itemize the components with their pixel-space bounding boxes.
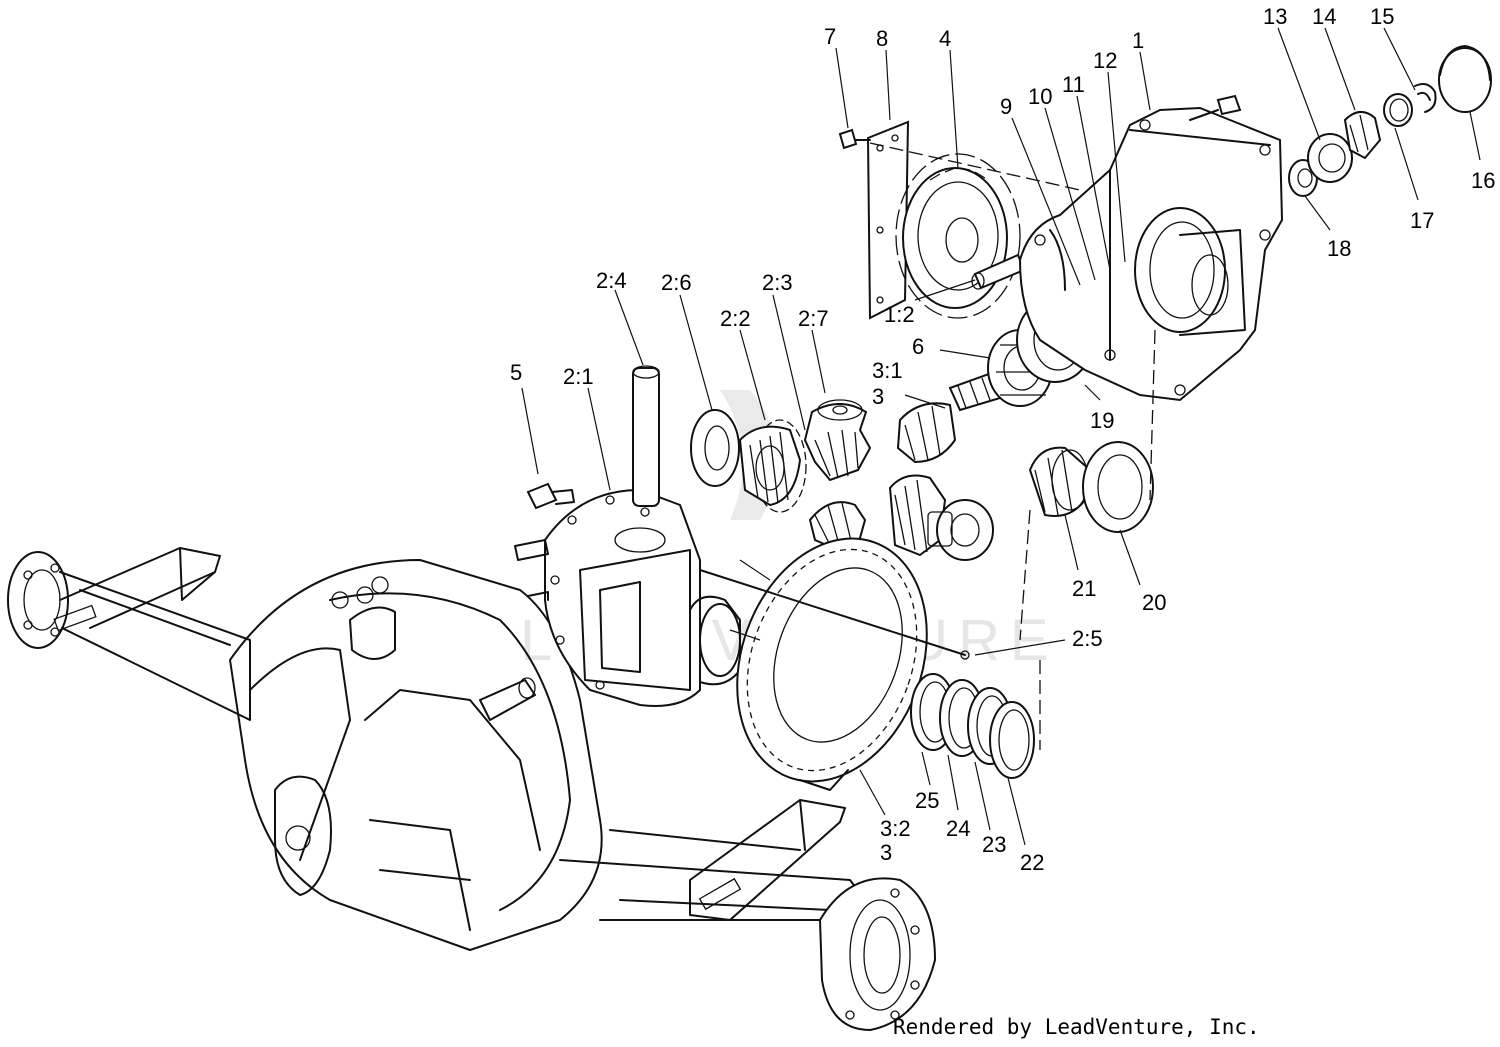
snap-ring-15[interactable] xyxy=(1414,83,1437,113)
cross-shaft[interactable] xyxy=(632,365,660,507)
cover-plate[interactable] xyxy=(866,120,910,320)
callout-5: 5 xyxy=(510,360,522,385)
callout-3-top: 3 xyxy=(872,384,884,409)
callout-23: 23 xyxy=(982,832,1006,857)
callout-6: 6 xyxy=(912,334,924,359)
bearing-21[interactable] xyxy=(1028,446,1092,517)
cap-16[interactable] xyxy=(1438,45,1492,113)
callout-10: 10 xyxy=(1028,84,1052,109)
ring-gear[interactable] xyxy=(705,512,960,808)
ring-17[interactable] xyxy=(1383,93,1413,127)
callout-24: 24 xyxy=(946,816,970,841)
callout-15: 15 xyxy=(1370,4,1394,29)
callout-13: 13 xyxy=(1263,4,1287,29)
callout-2-1: 2:1 xyxy=(563,364,594,389)
bearing-cup-20[interactable] xyxy=(1082,441,1154,533)
gearbox-housing[interactable] xyxy=(1018,94,1284,402)
brake-assembly[interactable] xyxy=(895,153,1021,319)
pinion-shaft[interactable] xyxy=(896,368,1012,464)
callout-2-6: 2:6 xyxy=(661,270,692,295)
callout-16: 16 xyxy=(1471,168,1495,193)
callout-19: 19 xyxy=(1090,408,1114,433)
rendered-by-credit: Rendered by LeadVenture, Inc. xyxy=(893,1015,1260,1039)
leader-lines xyxy=(521,27,1481,846)
callout-14: 14 xyxy=(1312,4,1336,29)
shims[interactable] xyxy=(910,673,1035,779)
callout-3-bottom: 3 xyxy=(880,840,892,865)
screw-7[interactable] xyxy=(838,128,871,150)
bearing-14[interactable] xyxy=(1343,111,1382,160)
callout-11: 11 xyxy=(1062,72,1085,97)
callout-25: 25 xyxy=(915,788,939,813)
callout-2-3: 2:3 xyxy=(762,270,793,295)
differential-case[interactable] xyxy=(514,488,741,707)
differential-pinion-upper[interactable] xyxy=(803,399,872,482)
callout-7: 7 xyxy=(824,24,836,49)
callout-1: 1 xyxy=(1132,28,1144,53)
callout-3-1: 3:1 xyxy=(872,358,903,383)
callout-22: 22 xyxy=(1020,850,1044,875)
callout-2-2: 2:2 xyxy=(720,306,751,331)
callout-4: 4 xyxy=(939,26,951,51)
axle-housing[interactable] xyxy=(7,547,937,1032)
assembly-guide-lines xyxy=(729,142,1156,750)
bolt-5[interactable] xyxy=(526,482,575,510)
callout-9: 9 xyxy=(1000,94,1012,119)
callout-3-2: 3:2 xyxy=(880,816,911,841)
bearing-13[interactable] xyxy=(1307,133,1353,183)
callout-20: 20 xyxy=(1142,590,1166,615)
callout-2-7: 2:7 xyxy=(798,306,829,331)
callout-12: 12 xyxy=(1093,48,1117,73)
side-gear[interactable] xyxy=(738,419,807,513)
callout-2-4: 2:4 xyxy=(596,268,627,293)
side-gear-lower[interactable] xyxy=(888,474,994,561)
callout-labels: 7 8 4 1 9 10 11 12 13 14 15 16 17 18 1:2… xyxy=(510,4,1495,875)
callout-8: 8 xyxy=(876,26,888,51)
callout-21: 21 xyxy=(1072,576,1096,601)
callout-17: 17 xyxy=(1410,208,1434,233)
callout-1-2: 1:2 xyxy=(884,302,915,327)
thrust-washer[interactable] xyxy=(690,409,740,487)
callout-18: 18 xyxy=(1327,236,1351,261)
callout-2-5: 2:5 xyxy=(1072,626,1103,651)
